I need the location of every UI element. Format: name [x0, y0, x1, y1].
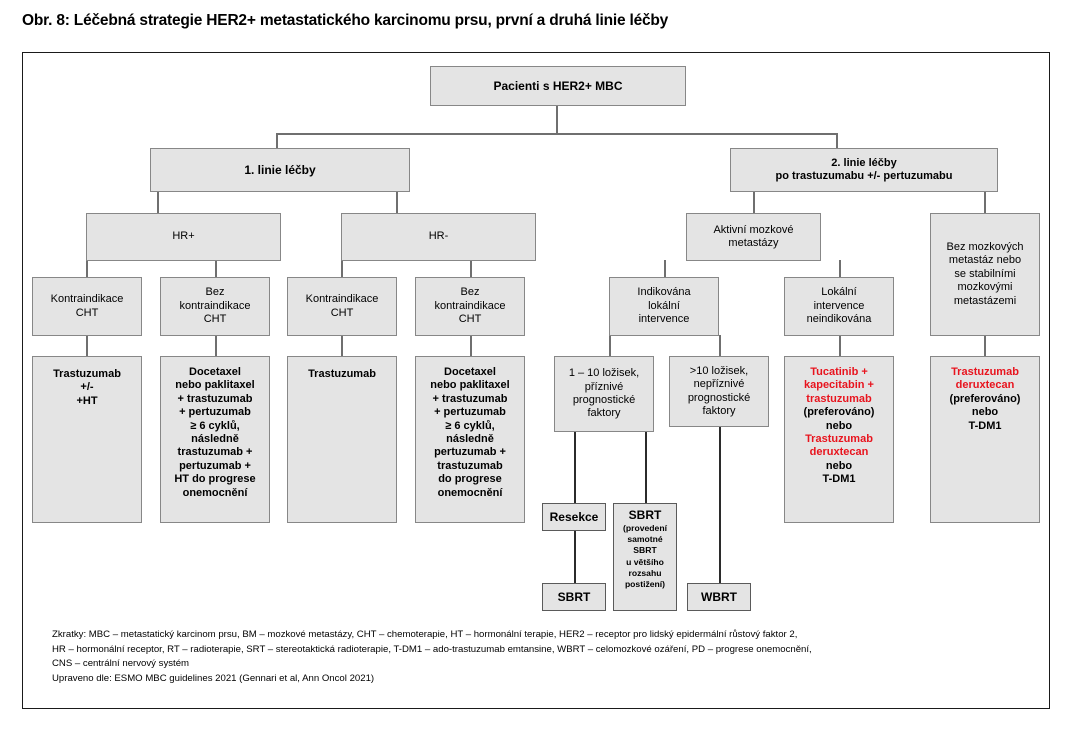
node-line1[interactable]: 1. linie léčby: [150, 148, 410, 192]
connector-ci2-to-tx: [341, 335, 343, 356]
node-sbrt-after-resekce[interactable]: SBRT: [542, 583, 606, 611]
connector-lesions2-to-wbrt: [719, 427, 721, 583]
connector-root-bus: [276, 133, 838, 135]
node-no-contraindication-cht-hrneg[interactable]: Bez kontraindikace CHT: [415, 277, 525, 336]
therapy-tucatinib-or-1: nebo: [825, 419, 853, 432]
connector-line2-to-nobm: [984, 191, 986, 213]
node-lesions-1-10[interactable]: 1 – 10 ložisek, příznivé prognostické fa…: [554, 356, 654, 432]
node-therapy-hrneg-contraindicated[interactable]: Trastuzumab: [287, 356, 397, 523]
therapy-deruxtecan-line-2: deruxtecan: [809, 446, 869, 459]
therapy-tucatinib-preferred: (preferováno): [803, 406, 875, 419]
node-therapy-hrneg-no-contraindication-label: Docetaxel nebo paklitaxel + trastuzumab …: [430, 366, 510, 499]
connector-line2-to-activebm: [753, 191, 755, 213]
footnote-line-3: CNS – centrální nervový systém: [52, 658, 190, 670]
footnote-line-1: Zkratky: MBC – metastatický karcinom prs…: [52, 629, 798, 640]
connector-hrneg-to-noci: [470, 260, 472, 280]
node-local-intervention-indicated-label: Indikována lokální intervence: [637, 286, 691, 326]
node-line2[interactable]: 2. linie léčby po trastuzumabu +/- pertu…: [730, 148, 998, 192]
node-local-intervention-not-indicated[interactable]: Lokální intervence neindikována: [784, 277, 894, 336]
node-therapy-hrneg-no-contraindication[interactable]: Docetaxel nebo paklitaxel + trastuzumab …: [415, 356, 525, 523]
therapy-tdm1: T-DM1: [822, 473, 856, 486]
connector-to-line2: [836, 133, 838, 149]
connector-hrneg-to-ci: [341, 260, 343, 280]
node-local-intervention-indicated[interactable]: Indikována lokální intervence: [609, 277, 719, 336]
footnote-line-2: HR – hormonální receptor, RT – radiotera…: [52, 643, 812, 655]
therapy-nobm-preferred: (preferováno): [949, 392, 1021, 405]
connector-resekce-to-sbrt: [574, 531, 576, 583]
node-wbrt[interactable]: WBRT: [687, 583, 751, 611]
node-sbrt-alone[interactable]: SBRT (provedení samotné SBRT u většího r…: [613, 503, 677, 611]
therapy-tucatinib-or-2: nebo: [825, 459, 853, 472]
node-line2-label-2: po trastuzumabu +/- pertuzumabu: [775, 170, 953, 182]
node-line2-label-1: 2. linie léčby: [831, 156, 897, 169]
connector-hrpos-to-noci: [215, 260, 217, 280]
node-local-intervention-not-indicated-label: Lokální intervence neindikována: [806, 286, 872, 326]
node-wbrt-label: WBRT: [701, 589, 737, 604]
connector-nobm-to-tx: [984, 335, 986, 356]
node-root-label: Pacienti s HER2+ MBC: [493, 78, 623, 93]
connector-lesions1-to-resekce: [574, 432, 576, 503]
node-contraindication-cht-hrneg-label: Kontraindikace CHT: [305, 293, 379, 319]
node-no-brain-metastases[interactable]: Bez mozkových metastáz nebo se stabilním…: [930, 213, 1040, 336]
connector-localind-to-lesions2: [719, 335, 721, 356]
node-hr-positive[interactable]: HR+: [86, 213, 281, 261]
connector-localnotind-to-tx: [839, 335, 841, 356]
connector-to-line1: [276, 133, 278, 149]
connector-noci2-to-tx: [470, 335, 472, 356]
therapy-nobm-or: nebo: [971, 406, 999, 419]
node-no-contraindication-cht-hrpos[interactable]: Bez kontraindikace CHT: [160, 277, 270, 336]
node-hr-negative-label: HR-: [428, 230, 449, 243]
node-lesions-gt-10-label: >10 ložisek, nepříznivé prognostické fak…: [687, 364, 751, 417]
connector-hrpos-to-ci: [86, 260, 88, 280]
therapy-deruxtecan-line-1: Trastuzumab: [805, 433, 873, 446]
connector-activebm-to-local-notind: [839, 260, 841, 280]
node-no-contraindication-cht-hrneg-label: Bez kontraindikace CHT: [434, 286, 506, 326]
therapy-tucatinib-line-2: kapecitabin +: [803, 379, 874, 392]
node-resekce[interactable]: Resekce: [542, 503, 606, 531]
node-therapy-hrpos-no-contraindication-label: Docetaxel nebo paklitaxel + trastuzumab …: [174, 366, 256, 499]
connector-line1-to-hrpos: [157, 191, 159, 213]
connector-activebm-to-local-ind: [664, 260, 666, 280]
node-hr-positive-label: HR+: [172, 230, 195, 243]
node-contraindication-cht-hrpos-label: Kontraindikace CHT: [50, 293, 124, 319]
node-therapy-hrpos-contraindicated[interactable]: Trastuzumab +/- +HT: [32, 356, 142, 523]
figure-footnotes: Zkratky: MBC – metastatický karcinom prs…: [52, 628, 1032, 686]
node-no-brain-metastases-label: Bez mozkových metastáz nebo se stabilním…: [946, 240, 1024, 307]
figure-title: Obr. 8: Léčebná strategie HER2+ metastat…: [22, 12, 669, 29]
connector-root-down: [556, 105, 558, 134]
node-hr-negative[interactable]: HR-: [341, 213, 536, 261]
therapy-nobm-tdm1: T-DM1: [968, 419, 1002, 432]
node-line1-label: 1. linie léčby: [244, 162, 316, 177]
node-sbrt-after-resekce-label: SBRT: [557, 589, 591, 604]
node-sbrt-alone-note: (provedení samotné SBRT u většího rozsah…: [623, 522, 667, 590]
node-lesions-gt-10[interactable]: >10 ložisek, nepříznivé prognostické fak…: [669, 356, 769, 427]
therapy-tucatinib-line-1: Tucatinib +: [810, 366, 868, 378]
connector-localind-to-lesions1: [609, 335, 611, 356]
therapy-tucatinib-line-3: trastuzumab: [806, 392, 872, 405]
therapy-nobm-deruxtecan-line-2: deruxtecan: [955, 379, 1015, 392]
node-therapy-hrpos-contraindicated-label: Trastuzumab +/- +HT: [53, 368, 121, 407]
node-no-contraindication-cht-hrpos-label: Bez kontraindikace CHT: [179, 286, 251, 326]
node-resekce-label: Resekce: [549, 509, 599, 524]
node-active-brain-metastases-label: Aktivní mozkové metastázy: [713, 223, 794, 249]
node-root[interactable]: Pacienti s HER2+ MBC: [430, 66, 686, 106]
connector-ci1-to-tx: [86, 335, 88, 356]
node-therapy-hrpos-no-contraindication[interactable]: Docetaxel nebo paklitaxel + trastuzumab …: [160, 356, 270, 523]
connector-noci1-to-tx: [215, 335, 217, 356]
node-contraindication-cht-hrneg[interactable]: Kontraindikace CHT: [287, 277, 397, 336]
node-contraindication-cht-hrpos[interactable]: Kontraindikace CHT: [32, 277, 142, 336]
node-sbrt-alone-title: SBRT: [628, 508, 662, 522]
node-therapy-no-brain-metastases[interactable]: Trastuzumab deruxtecan (preferováno) neb…: [930, 356, 1040, 523]
node-lesions-1-10-label: 1 – 10 ložisek, příznivé prognostické fa…: [568, 367, 640, 420]
node-therapy-local-not-indicated[interactable]: Tucatinib + kapecitabin + trastuzumab (p…: [784, 356, 894, 523]
node-active-brain-metastases[interactable]: Aktivní mozkové metastázy: [686, 213, 821, 261]
therapy-nobm-deruxtecan-line-1: Trastuzumab: [951, 366, 1019, 378]
connector-line1-to-hrneg: [396, 191, 398, 213]
node-therapy-hrneg-contraindicated-label: Trastuzumab: [308, 368, 376, 380]
footnote-line-4: Upraveno dle: ESMO MBC guidelines 2021 (…: [52, 672, 375, 684]
connector-lesions1-to-sbrt-alone: [645, 432, 647, 503]
